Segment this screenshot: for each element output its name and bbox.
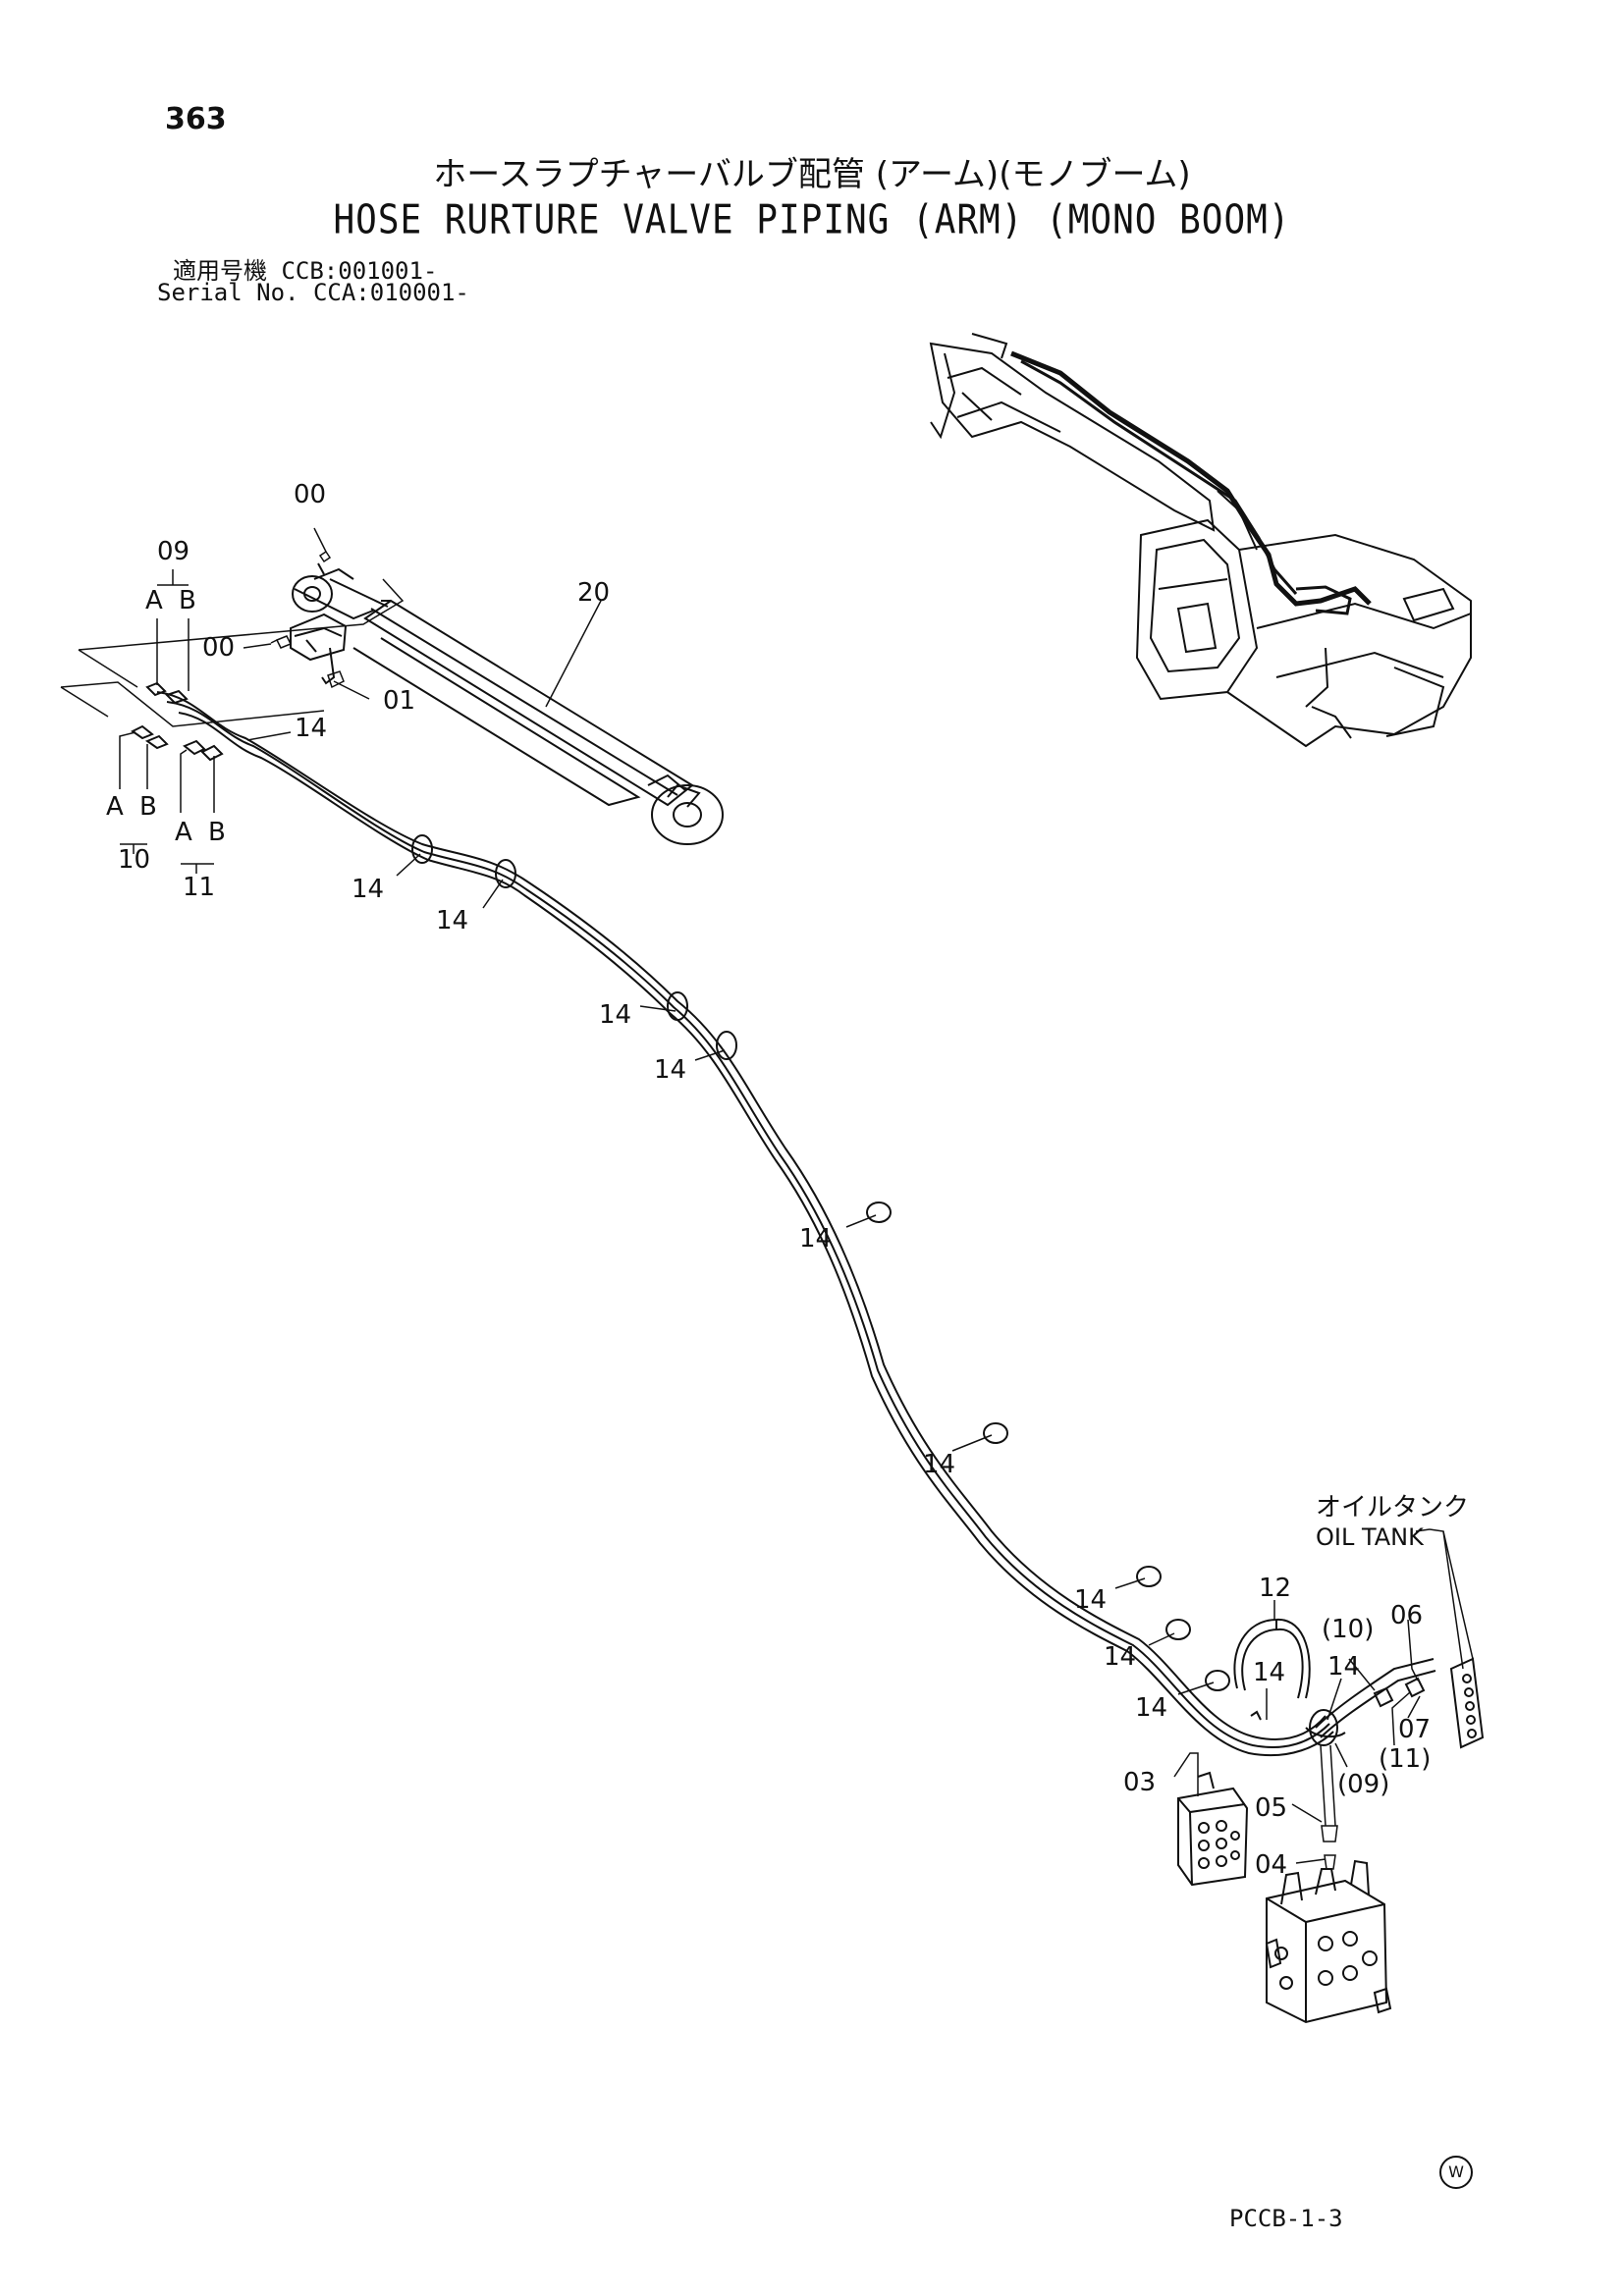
callout-20: 20 bbox=[577, 578, 610, 608]
callout-14-top: 14 bbox=[295, 714, 327, 743]
callout-00-top: 00 bbox=[294, 480, 326, 509]
arm-cylinder-illustration bbox=[290, 562, 724, 845]
callout-p10: (10) bbox=[1322, 1615, 1374, 1644]
hose-end-fittings bbox=[131, 681, 224, 762]
callout-11: 11 bbox=[183, 873, 215, 902]
oil-tank-label-en: OIL TANK bbox=[1316, 1523, 1425, 1551]
callout-07: 07 bbox=[1398, 1715, 1431, 1744]
callout-11-a: A bbox=[175, 818, 192, 847]
callout-14-e: 14 bbox=[799, 1224, 832, 1254]
callout-14-b: 14 bbox=[436, 906, 468, 935]
watermark-circle: W bbox=[1439, 2156, 1473, 2189]
callout-00-middle: 00 bbox=[202, 633, 235, 663]
callout-06: 06 bbox=[1390, 1601, 1423, 1630]
excavator-overview-illustration bbox=[929, 333, 1472, 748]
callout-09: 09 bbox=[157, 537, 189, 566]
applicable-serial-ja: 適用号機 CCB:001001- bbox=[173, 257, 438, 285]
control-valve-illustration bbox=[1265, 1859, 1392, 2024]
callout-p11: (11) bbox=[1379, 1744, 1431, 1774]
pilot-valve-illustration bbox=[1177, 1771, 1249, 1887]
title-japanese: ホースラプチャーバルブ配管 (アーム)(モノブーム) bbox=[433, 155, 1191, 194]
callout-p09: (09) bbox=[1337, 1770, 1389, 1799]
callout-14-i: 14 bbox=[1135, 1693, 1167, 1723]
main-hose-run bbox=[156, 691, 1334, 1757]
callout-12: 12 bbox=[1259, 1574, 1291, 1603]
hose-12-loop bbox=[1233, 1618, 1436, 1746]
callout-14-c: 14 bbox=[599, 1000, 631, 1030]
applicable-serial-en: Serial No. CCA:010001- bbox=[157, 279, 469, 306]
callout-04: 04 bbox=[1255, 1850, 1287, 1880]
callout-11-b: B bbox=[208, 818, 226, 847]
drain-line-05 bbox=[1320, 1744, 1338, 1870]
callout-09-b: B bbox=[179, 586, 196, 615]
document-code: PCCB-1-3 bbox=[1229, 2205, 1343, 2232]
callout-14-h: 14 bbox=[1104, 1642, 1136, 1672]
callout-14-k: 14 bbox=[1327, 1652, 1360, 1682]
page-number: 363 bbox=[165, 102, 227, 136]
callout-01: 01 bbox=[383, 686, 415, 716]
callout-14-j: 14 bbox=[1253, 1658, 1285, 1687]
callout-14-d: 14 bbox=[654, 1055, 686, 1085]
hose-rupture-valve-fittings bbox=[270, 550, 345, 689]
oil-tank-label-ja: オイルタンク bbox=[1316, 1493, 1469, 1522]
reference-planes bbox=[60, 578, 405, 727]
callout-03: 03 bbox=[1123, 1768, 1156, 1797]
callout-10: 10 bbox=[118, 845, 150, 875]
callout-10-b: B bbox=[139, 792, 157, 822]
oil-tank-ports bbox=[1449, 1657, 1485, 1749]
callout-14-f: 14 bbox=[923, 1450, 955, 1479]
leader-lines bbox=[119, 527, 1474, 1864]
callout-09-a: A bbox=[145, 586, 163, 615]
callout-05: 05 bbox=[1255, 1793, 1287, 1823]
title-english: HOSE RURTURE VALVE PIPING (ARM) (MONO BO… bbox=[333, 196, 1291, 244]
callout-10-a: A bbox=[106, 792, 124, 822]
callout-14-g: 14 bbox=[1074, 1585, 1107, 1615]
callout-14-a: 14 bbox=[352, 875, 384, 904]
